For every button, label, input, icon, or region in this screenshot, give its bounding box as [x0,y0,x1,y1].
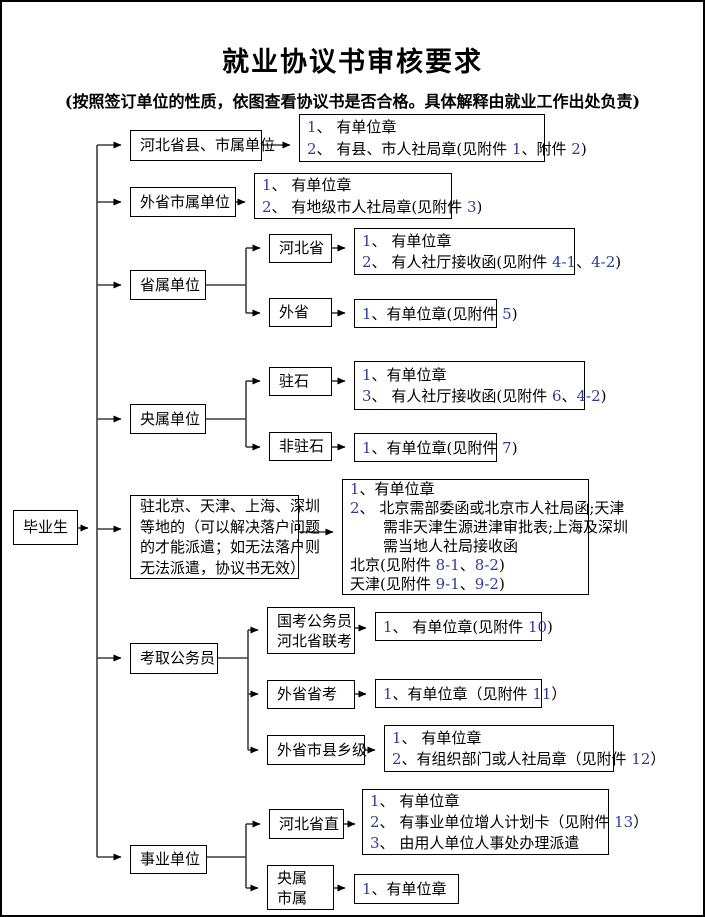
node-national-hebei-joint-exam: 国考公务员 河北省联考 [267,607,355,654]
node-other-province-exam: 外省省考 [267,680,355,709]
req-national-hebei-joint-exam: 1、 有单位章(见附件 10) [375,612,553,641]
node-beijing-tianjin-shanghai-shenzhen: 驻北京、天津、上海、深圳 等地的（可以解决落户问题 的才能派遣；如无法落户则 无… [130,495,320,579]
node-central-units: 央属单位 [130,404,206,434]
page-subtitle: (按照签订单位的性质，依图查看协议书是否合格。具体解释由就业工作出处负责) [64,92,641,111]
trunk-lines [78,145,98,857]
node-not-in-shijiazhuang: 非驻石 [269,432,332,461]
req-hebei-county-city: 1、 有单位章 2、 有县、市人社局章(见附件 1、附件 2) [299,114,587,162]
req-other-province-city: 1、 有单位章 2、 有地级市人社局章(见附件 3) [254,173,482,219]
node-provincial-units: 省属单位 [130,270,206,300]
page-title: 就业协议书审核要求 [222,47,483,78]
node-other-province-county-township: 外省市县乡级 [267,735,367,765]
req-central-city-owned: 1、有单位章 [354,874,459,904]
node-hebei-province: 河北省 [269,234,332,263]
node-graduate: 毕业生 [13,510,78,545]
req-beijing-tianjin-shanghai-shenzhen: 1、有单位章 2、 北京需部委函或北京市人社局函;天津 需非天津生源进津审批表;… [342,479,628,595]
req-provincial-hebei: 1、 有单位章 2、 有人社厅接收函(见附件 4-1、4-2) [354,228,621,275]
node-civil-servant: 考取公务员 [130,643,218,674]
node-other-province: 外省 [269,298,332,327]
node-hebei-provincial-direct: 河北省直 [269,809,344,839]
req-other-province-county-township: 1、 有单位章 2、有组织部门或人社局章（见附件 12） [384,725,665,772]
node-other-province-city-units: 外省市属单位 [130,187,236,217]
req-other-province-exam: 1、有单位章（见附件 11） [375,679,566,708]
req-provincial-other: 1、有单位章(见附件 5) [354,299,518,328]
node-public-institution: 事业单位 [130,845,207,874]
node-in-shijiazhuang: 驻石 [269,367,332,396]
req-central-in-shijiazhuang: 1、有单位章 3、 有人社厅接收函(见附件 6、4-2) [354,361,607,410]
req-central-not-in-shijiazhuang: 1、有单位章(见附件 7) [354,433,518,462]
node-central-city-owned: 央属 市属 [267,865,334,910]
node-hebei-county-city-units: 河北省县、市属单位 [130,130,275,161]
branch-arrows [97,141,122,861]
req-hebei-provincial-direct: 1、 有单位章 2、 有事业单位增人计划卡（见附件 13） 3、 由用人单位人事… [362,789,648,855]
